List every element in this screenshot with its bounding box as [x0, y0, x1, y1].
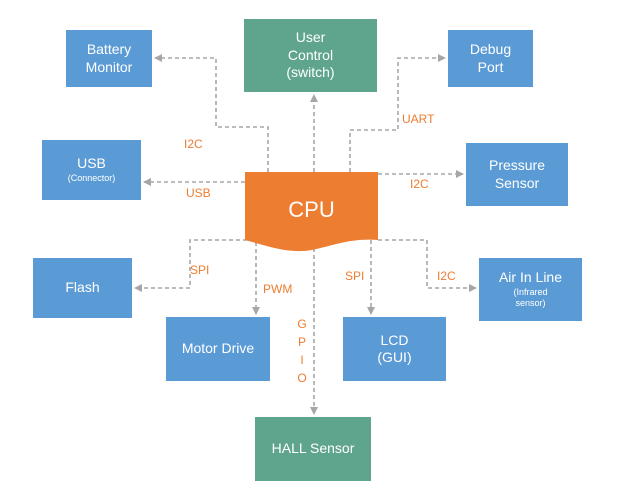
pressure-sensor-block: Pressure Sensor — [466, 143, 568, 206]
air-in-line-line1: Air In Line — [498, 269, 563, 286]
connector-flash — [134, 239, 254, 292]
user-control-block: User Control (switch) — [244, 19, 377, 92]
hall-sensor-line1: HALL Sensor — [271, 440, 355, 457]
debug-port-line2: Port — [477, 58, 504, 75]
connector-battery-monitor — [154, 54, 269, 172]
battery-monitor-line1: Battery — [86, 41, 132, 57]
user-control-line1: User — [295, 29, 326, 46]
bus-label-lcd-spi: SPI — [345, 269, 365, 283]
flash-line1: Flash — [65, 279, 100, 296]
lcd-line1: LCD — [380, 331, 409, 348]
connector-debug-port — [349, 54, 446, 172]
user-control-line2: Control — [287, 46, 334, 63]
motor-drive-line1: Motor Drive — [181, 340, 255, 357]
usb-block: USB (Connector) — [42, 140, 141, 200]
bus-label-air-i2c: I2C — [437, 269, 456, 283]
cpu-block — [245, 172, 378, 252]
motor-drive-block: Motor Drive — [166, 317, 270, 381]
bus-label-battery-i2c: I2C — [184, 137, 203, 151]
bus-label-motor-pwm: PWM — [263, 282, 293, 296]
bus-label-pressure-i2c: I2C — [410, 177, 429, 191]
bus-label-flash-spi: SPI — [190, 263, 210, 277]
air-in-line-line2: (Infrared — [513, 286, 548, 297]
debug-port-line1: Debug — [469, 41, 512, 57]
debug-port-block: Debug Port — [448, 30, 533, 87]
connector-air-in-line — [378, 239, 477, 292]
lcd-line2: (GUI) — [377, 349, 412, 365]
air-in-line-line3: sensor) — [515, 298, 546, 309]
bus-label-hall-gpio: G P I O — [297, 317, 307, 385]
usb-line1: USB — [77, 155, 106, 172]
pressure-sensor-line2: Sensor — [494, 174, 540, 191]
pressure-sensor-line1: Pressure — [488, 157, 546, 173]
hall-sensor-block: HALL Sensor — [255, 417, 371, 481]
cpu-label: CPU — [288, 197, 335, 222]
usb-line2: (Connector) — [67, 172, 116, 183]
bus-label-debug-uart: UART — [402, 112, 435, 126]
user-control-line3: (switch) — [286, 64, 335, 81]
bus-label-usb: USB — [186, 186, 211, 200]
battery-monitor-line2: Monitor — [85, 58, 133, 75]
battery-monitor-block: Battery Monitor — [66, 30, 152, 87]
lcd-block: LCD (GUI) — [343, 317, 446, 381]
connectors — [134, 54, 477, 415]
air-in-line-block: Air In Line (Infrared sensor) — [479, 258, 582, 321]
flash-block: Flash — [33, 258, 132, 318]
